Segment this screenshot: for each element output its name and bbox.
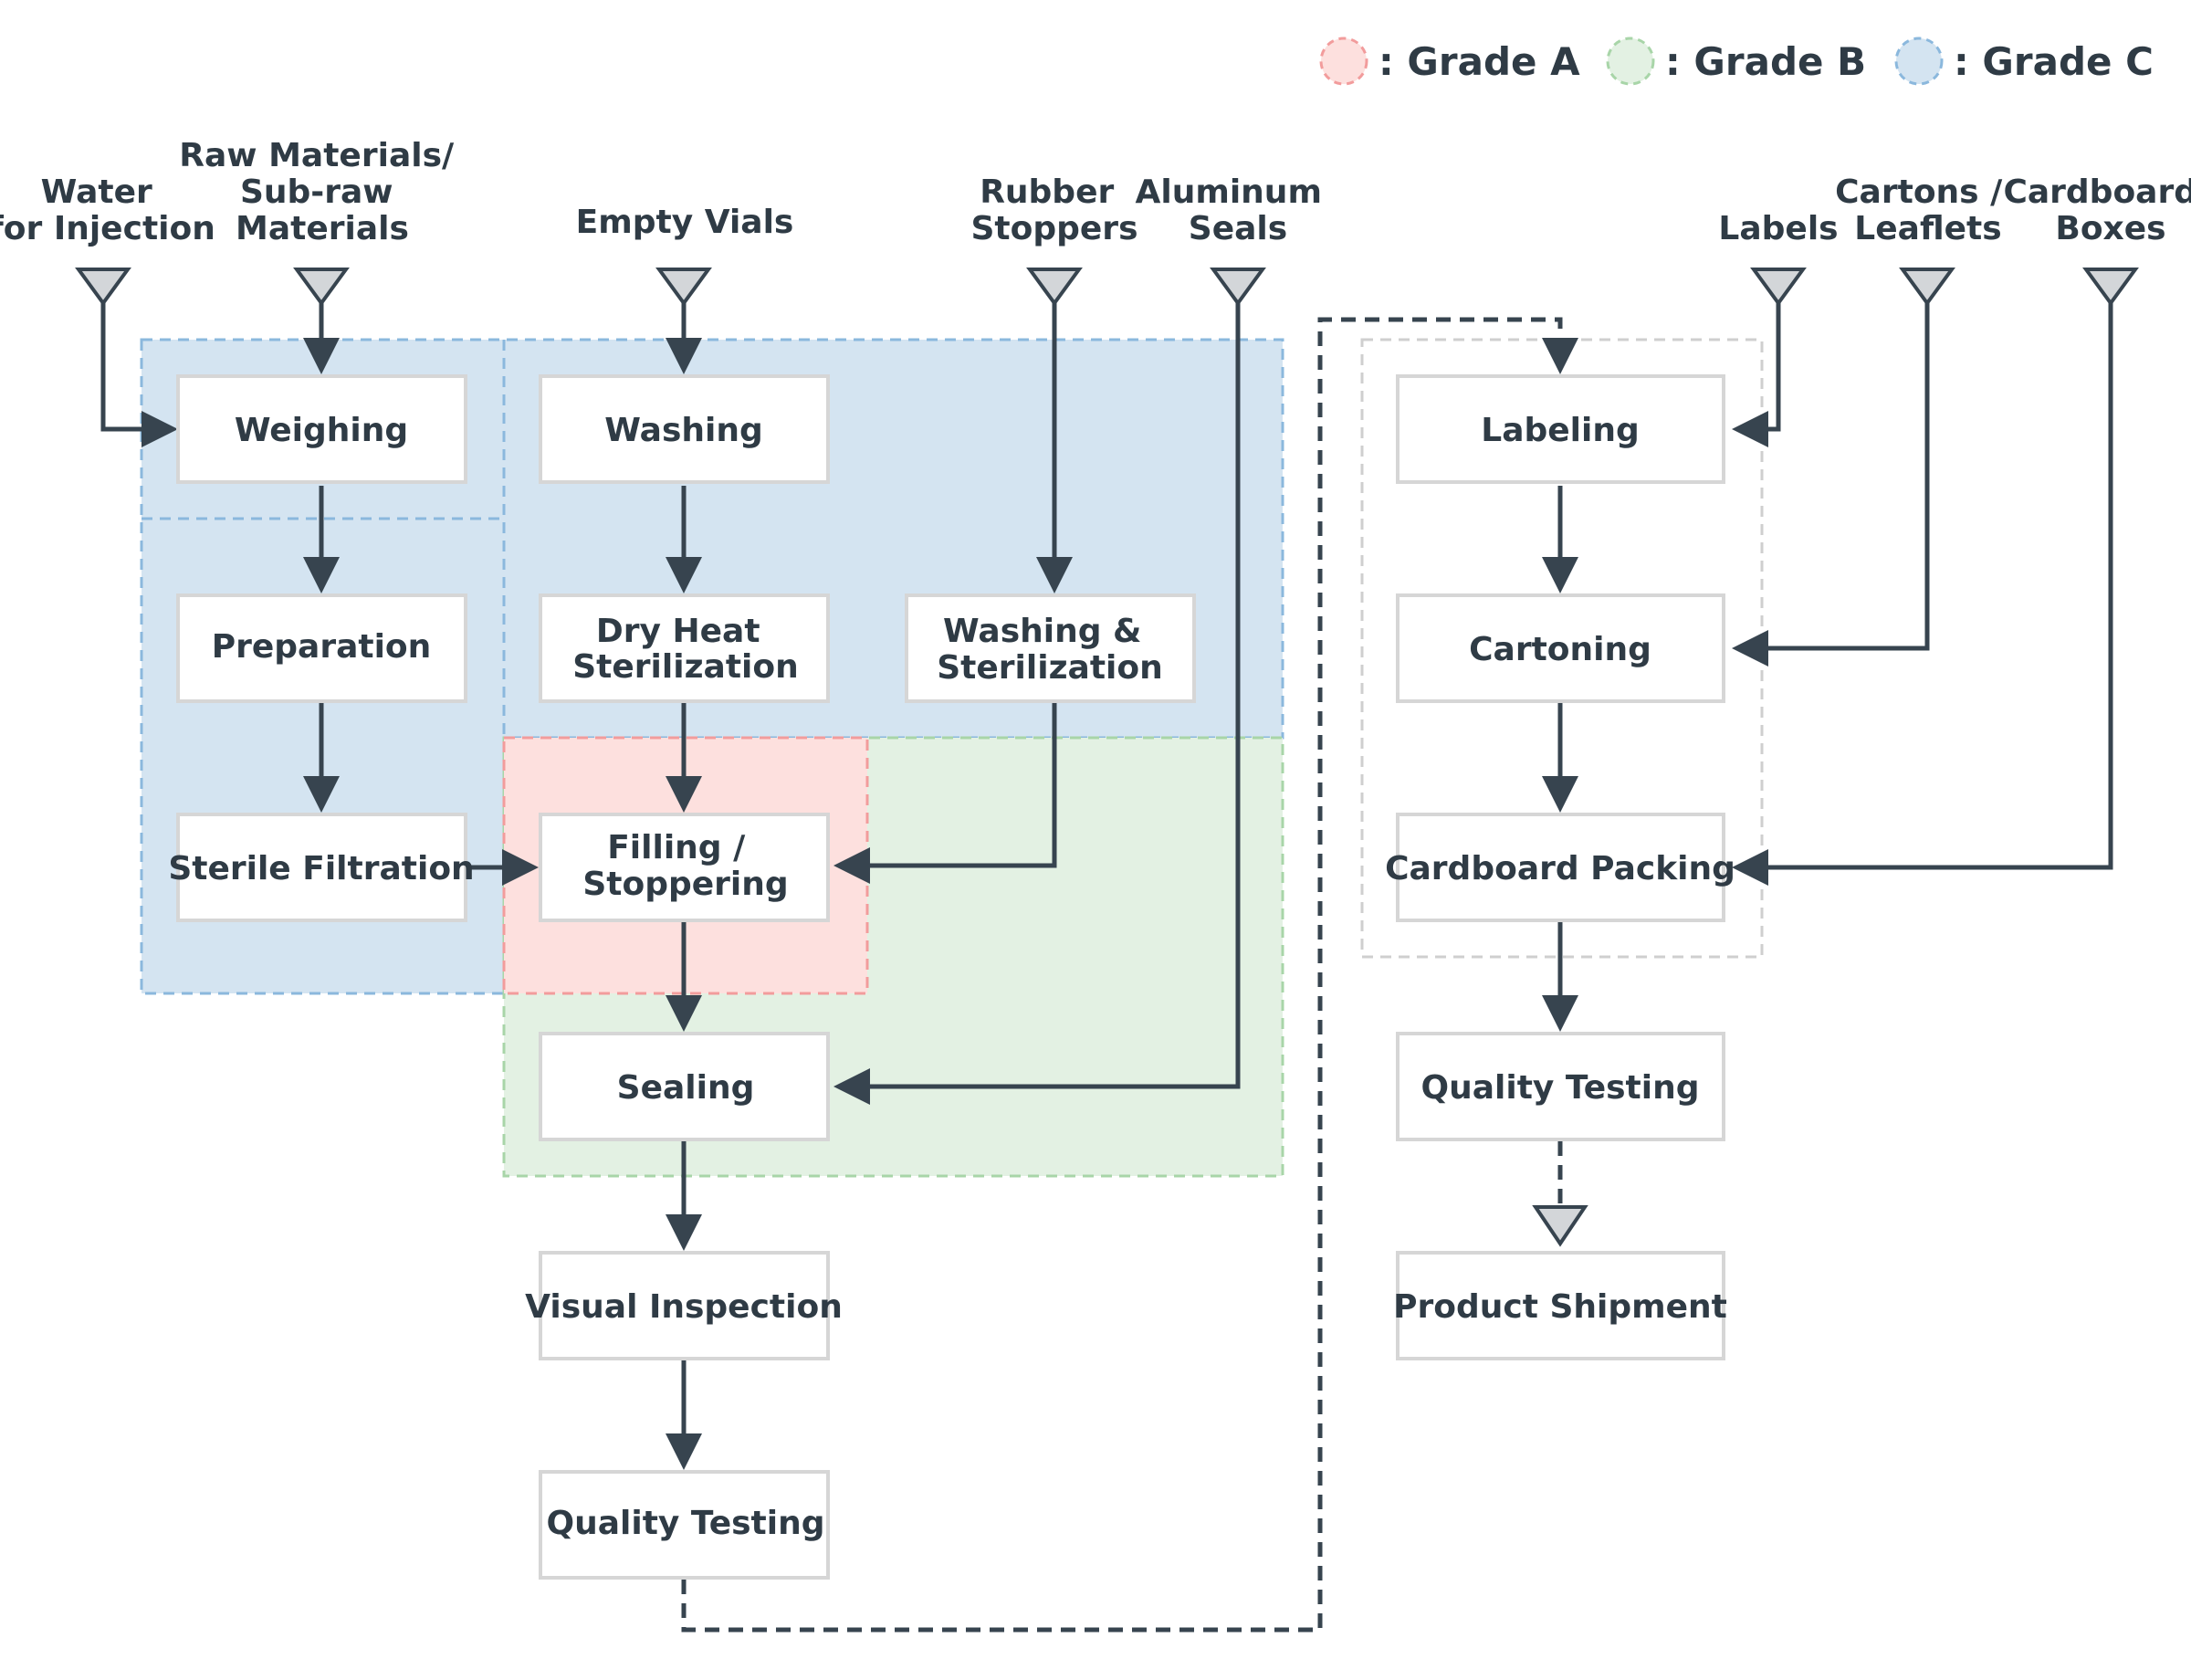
labels-to-labeling-arrow bbox=[1732, 303, 1781, 447]
svg-text:Sealing: Sealing bbox=[617, 1069, 755, 1107]
svg-text:Weighing: Weighing bbox=[235, 412, 408, 449]
svg-text:Quality Testing: Quality Testing bbox=[547, 1505, 825, 1542]
process-steps: Weighing Preparation Sterile Filtration … bbox=[168, 374, 1735, 1580]
shipment-output-triangle bbox=[1532, 1205, 1588, 1247]
svg-text:Visual Inspection: Visual Inspection bbox=[525, 1288, 843, 1326]
cartons-to-cartoning-arrow bbox=[1732, 303, 1930, 667]
grade-c-swatch bbox=[1894, 37, 1944, 86]
grade-a-swatch bbox=[1319, 37, 1368, 86]
step-washing-sterilization: Washing & Sterilization bbox=[905, 593, 1196, 703]
input-cardboard-boxes-label: Cardboard Boxes bbox=[2003, 173, 2191, 247]
boxes-to-packing-arrow bbox=[1732, 303, 2113, 886]
svg-text:Preparation: Preparation bbox=[212, 628, 432, 666]
svg-text:Quality Testing: Quality Testing bbox=[1421, 1069, 1700, 1107]
rubber-stoppers-input-triangle bbox=[1026, 268, 1083, 307]
empty-vials-input-triangle bbox=[655, 268, 712, 307]
svg-text:Labeling: Labeling bbox=[1481, 412, 1640, 449]
input-empty-vials-label: Empty Vials bbox=[576, 204, 794, 241]
step-visual-inspection: Visual Inspection bbox=[525, 1251, 843, 1360]
input-water-label: Water for Injection bbox=[0, 173, 215, 247]
step-washing: Washing bbox=[539, 374, 830, 484]
svg-text:Product Shipment: Product Shipment bbox=[1393, 1288, 1727, 1326]
step-sealing: Sealing bbox=[539, 1032, 830, 1141]
step-cartoning: Cartoning bbox=[1396, 593, 1725, 703]
seals-to-sealing-arrow bbox=[833, 303, 1241, 1105]
step-filling-stoppering: Filling / Stoppering bbox=[539, 813, 830, 922]
step-sterile-filtration: Sterile Filtration bbox=[168, 813, 475, 922]
step-quality-testing-2: Quality Testing bbox=[1396, 1032, 1725, 1141]
qt-to-labeling-dashed-arrow bbox=[681, 317, 1578, 1633]
cardboard-boxes-input-triangle bbox=[2082, 268, 2139, 307]
aluminum-seals-input-triangle bbox=[1210, 268, 1266, 307]
svg-text:Cartoning: Cartoning bbox=[1469, 631, 1651, 668]
svg-text:Filling / Stoppering: Filling / Stoppering bbox=[582, 829, 788, 903]
input-raw-materials-label: Raw Materials/ Sub-raw Materials bbox=[179, 137, 465, 247]
svg-text:Cardboard Packing: Cardboard Packing bbox=[1385, 850, 1735, 887]
cartons-input-triangle bbox=[1899, 268, 1955, 307]
washing-sterilization-to-filling-arrow bbox=[833, 703, 1057, 884]
water-input-triangle bbox=[75, 268, 131, 307]
step-product-shipment: Product Shipment bbox=[1393, 1251, 1727, 1360]
input-triangles bbox=[75, 268, 2139, 307]
input-labels-label: Labels bbox=[1718, 210, 1838, 247]
step-dry-heat-sterilization: Dry Heat Sterilization bbox=[539, 593, 830, 703]
input-cartons-label: Cartons / Leaflets bbox=[1835, 173, 2014, 247]
input-sources: Water for Injection Raw Materials/ Sub-r… bbox=[0, 137, 2191, 247]
step-cardboard-packing: Cardboard Packing bbox=[1385, 813, 1735, 922]
labels-input-triangle bbox=[1750, 268, 1807, 307]
svg-text:Washing: Washing bbox=[604, 412, 763, 449]
flow-connectors bbox=[100, 303, 2113, 1633]
input-aluminum-seals-label: Aluminum Seals bbox=[1136, 173, 1334, 247]
step-quality-testing-1: Quality Testing bbox=[539, 1470, 830, 1580]
water-to-weighing-arrow bbox=[100, 303, 178, 447]
step-labeling: Labeling bbox=[1396, 374, 1725, 484]
raw-materials-input-triangle bbox=[293, 268, 350, 307]
input-rubber-stoppers-label: Rubber Stoppers bbox=[970, 173, 1137, 247]
grade-b-legend-label: : Grade B bbox=[1665, 39, 1866, 84]
legend: : Grade A : Grade B : Grade C bbox=[1319, 37, 2154, 86]
step-weighing: Weighing bbox=[176, 374, 467, 484]
svg-text:Sterile Filtration: Sterile Filtration bbox=[168, 850, 474, 887]
packaging-zone bbox=[1360, 338, 1764, 959]
grade-a-legend-label: : Grade A bbox=[1379, 39, 1580, 84]
svg-text:Washing & Sterilizatio: Washing & Sterilization bbox=[937, 613, 1162, 687]
step-preparation: Preparation bbox=[176, 593, 467, 703]
grade-b-swatch bbox=[1606, 37, 1655, 86]
grade-c-legend-label: : Grade C bbox=[1954, 39, 2154, 84]
svg-text:Dry Heat Sterilization: Dry Heat Sterilization bbox=[572, 613, 798, 686]
